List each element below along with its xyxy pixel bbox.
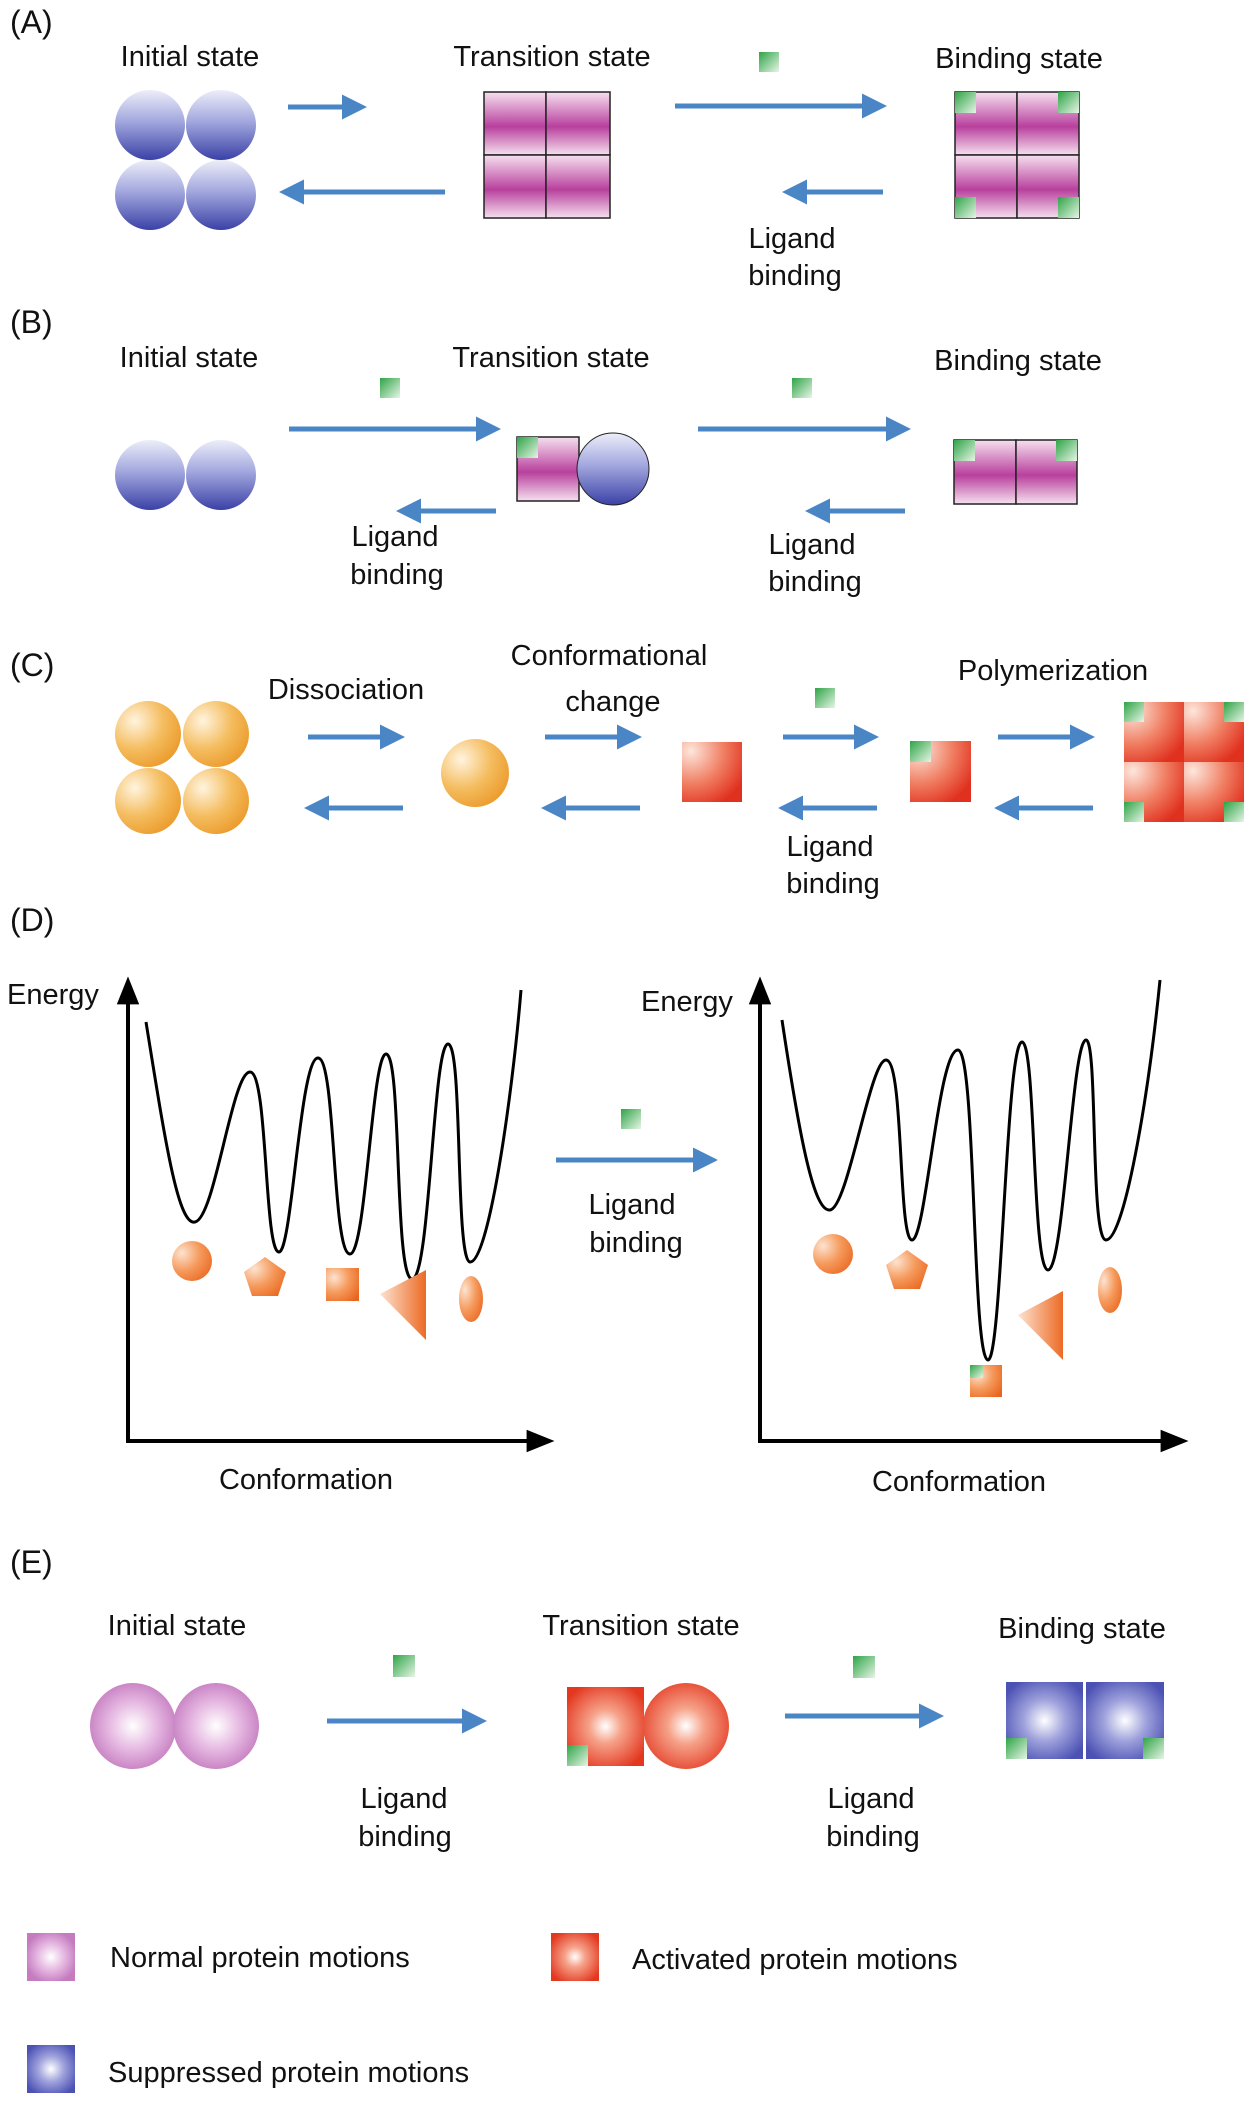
panel-b-ligand-binding-2-line1: Ligand: [768, 529, 855, 561]
panel-e-ligand-binding-2-line1: Ligand: [827, 1783, 914, 1815]
panel-d-ligand-binding-line2: binding: [589, 1227, 683, 1259]
panel-d-left-triangle-shape: [380, 1270, 426, 1340]
panel-c-monomer: [441, 739, 509, 807]
panel-b-transition-dimer: [516, 432, 650, 506]
panel-e-ligand-binding-2-line2: binding: [826, 1821, 920, 1853]
panel-c-label: (C): [10, 647, 54, 683]
panel-c-ligand-binding-line2: binding: [786, 868, 880, 900]
legend-normal-swatch: [27, 1933, 75, 1981]
panel-a: (A) Initial state Transition state Bindi…: [10, 4, 1103, 292]
panel-d-ligand-binding-line1: Ligand: [588, 1189, 675, 1221]
panel-a-binding-state-label: Binding state: [935, 43, 1103, 75]
panel-d-left-energy-curve: [144, 989, 523, 1281]
panel-d-right-xlabel: Conformation: [872, 1466, 1046, 1498]
panel-e-binding-state-label: Binding state: [998, 1613, 1166, 1645]
panel-b-transition-state-label: Transition state: [452, 342, 649, 374]
legend-activated-label: Activated protein motions: [632, 1944, 958, 1976]
panel-a-transition-state-label: Transition state: [453, 41, 650, 73]
panel-a-initial-state-label: Initial state: [121, 41, 260, 73]
panel-e-ligand-icon-1: [393, 1655, 415, 1677]
panel-b-binding-state-label: Binding state: [934, 345, 1102, 377]
panel-d: (D) Energy Conformation Ligand binding E…: [7, 902, 1189, 1498]
panel-b: (B) Initial state Transition state Bindi…: [10, 304, 1102, 598]
panel-c-changed-monomer: [682, 742, 742, 802]
panel-c-ligand-binding-line1: Ligand: [786, 831, 873, 863]
panel-a-initial-tetramer: [115, 90, 256, 230]
panel-c-polymerization-label: Polymerization: [958, 655, 1148, 687]
panel-c: (C) Dissociation Conformational change P…: [10, 640, 1244, 900]
panel-d-ligand-icon: [621, 1109, 641, 1129]
panel-d-left-pentagon-shape: [244, 1257, 286, 1296]
panel-d-left-square-shape: [326, 1268, 359, 1301]
panel-a-transition-tetramer: [483, 91, 611, 219]
panel-a-ligand-icon: [759, 52, 779, 72]
panel-d-right-bound-square-shape: [970, 1365, 1002, 1397]
panel-e: (E) Initial state Transition state Bindi…: [10, 1544, 1166, 1853]
panel-b-ligand-binding-1-line2: binding: [350, 559, 444, 591]
panel-e-label: (E): [10, 1544, 53, 1580]
panel-c-polymer: [1124, 702, 1244, 822]
panel-d-right-sphere-shape: [813, 1234, 853, 1274]
panel-d-right-ylabel: Energy: [641, 986, 733, 1018]
panel-a-binding-tetramer: [954, 91, 1080, 219]
legend-normal-label: Normal protein motions: [110, 1942, 410, 1974]
panel-b-ligand-icon-1: [380, 378, 400, 398]
panel-c-conformational-change-line1: Conformational: [511, 640, 708, 672]
panel-e-ligand-binding-1-line2: binding: [358, 1821, 452, 1853]
panel-b-ligand-binding-1-line1: Ligand: [351, 521, 438, 553]
panel-c-initial-tetramer: [115, 701, 249, 834]
panel-c-conformational-change-line2: change: [565, 686, 660, 718]
legend: Normal protein motions Activated protein…: [27, 1933, 958, 2093]
panel-e-initial-state-label: Initial state: [108, 1610, 247, 1642]
panel-d-right-pentagon-shape: [886, 1250, 928, 1289]
panel-e-ligand-binding-1-line1: Ligand: [360, 1783, 447, 1815]
legend-suppressed-swatch: [27, 2045, 75, 2093]
legend-activated-swatch: [551, 1933, 599, 1981]
legend-suppressed-label: Suppressed protein motions: [108, 2057, 469, 2089]
panel-e-binding-dimer: [1006, 1682, 1164, 1759]
panel-b-ligand-binding-2-line2: binding: [768, 566, 862, 598]
panel-e-ligand-icon-2: [853, 1656, 875, 1678]
panel-d-right-triangle-shape: [1018, 1291, 1063, 1360]
panel-c-dissociation-label: Dissociation: [268, 674, 424, 706]
panel-b-initial-dimer: [115, 440, 256, 510]
panel-d-right-energy-curve: [780, 979, 1162, 1362]
panel-a-ligand-binding-line2: binding: [748, 260, 842, 292]
panel-e-initial-dimer: [90, 1683, 259, 1769]
panel-d-label: (D): [10, 902, 54, 938]
panel-b-initial-state-label: Initial state: [120, 342, 259, 374]
panel-d-left-xlabel: Conformation: [219, 1464, 393, 1496]
panel-d-left-sphere-shape: [172, 1241, 212, 1281]
panel-a-ligand-binding-line1: Ligand: [748, 223, 835, 255]
panel-b-binding-dimer: [953, 439, 1078, 505]
panel-e-transition-state-label: Transition state: [542, 1610, 739, 1642]
panel-e-transition-dimer: [567, 1683, 729, 1769]
panel-d-right-ellipse-shape: [1098, 1267, 1122, 1313]
panel-d-left-ylabel: Energy: [7, 979, 99, 1011]
panel-a-label: (A): [10, 4, 53, 40]
panel-c-ligand-icon: [815, 688, 835, 708]
panel-b-ligand-icon-2: [792, 378, 812, 398]
panel-d-left-ellipse-shape: [459, 1276, 483, 1322]
panel-b-label: (B): [10, 304, 53, 340]
panel-c-bound-monomer: [910, 741, 971, 802]
